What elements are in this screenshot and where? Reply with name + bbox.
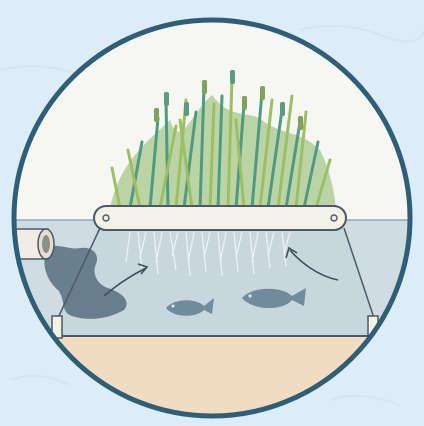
net-enclosure [52,230,378,336]
inlet-pipe [0,229,54,259]
floating-raft [94,206,346,230]
